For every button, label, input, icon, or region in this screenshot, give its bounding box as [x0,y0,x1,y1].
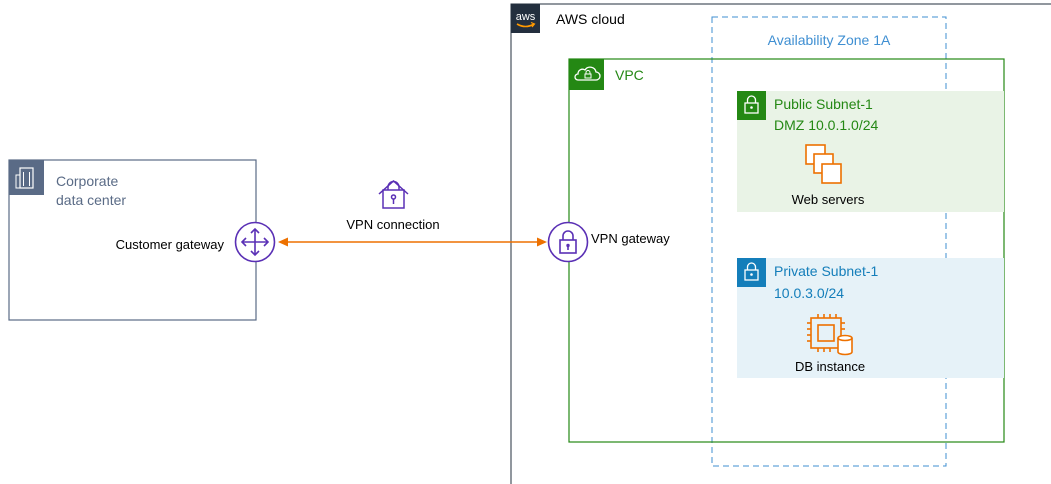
availability-zone-group: Availability Zone 1A [711,16,947,467]
corporate-data-center-group: Corporate data center Customer gateway [8,159,257,321]
vpn-gateway-icon [547,221,589,263]
vpn-connection-icon [378,179,409,209]
public-subnet-name: Public Subnet-1 [774,96,873,112]
svg-text:aws: aws [516,11,536,23]
private-subnet-cidr: 10.0.3.0/24 [774,285,844,301]
vpn-connection-label: VPN connection [346,217,439,232]
vpn-connection-line [278,237,547,247]
availability-zone-label: Availability Zone 1A [768,32,891,48]
vpc-label: VPC [615,67,644,83]
aws-cloud-group: aws AWS cloud [510,3,1051,484]
private-subnet-group: Private Subnet-1 10.0.3.0/24 DB instance [737,258,1004,378]
public-subnet-group: Public Subnet-1 DMZ 10.0.1.0/24 Web serv… [737,91,1004,212]
vpc-cloud-icon [569,59,604,90]
corporate-label-line2: data center [56,192,126,208]
building-icon [9,160,44,195]
customer-gateway-icon [234,221,276,263]
public-subnet-lock-icon [737,91,766,120]
vpn-gateway-label: VPN gateway [591,231,670,246]
db-instance-label: DB instance [795,359,865,374]
private-subnet-lock-icon [737,258,766,287]
public-subnet-cidr: DMZ 10.0.1.0/24 [774,117,878,133]
private-subnet-name: Private Subnet-1 [774,263,878,279]
aws-cloud-label: AWS cloud [556,11,625,27]
db-instance-icon [807,314,853,356]
web-servers-icon [805,144,842,184]
vpc-group: VPC [568,58,1005,443]
customer-gateway-label: Customer gateway [116,237,225,252]
corporate-label-line1: Corporate [56,173,118,189]
web-servers-label: Web servers [792,192,865,207]
aws-logo-icon: aws [511,4,540,33]
